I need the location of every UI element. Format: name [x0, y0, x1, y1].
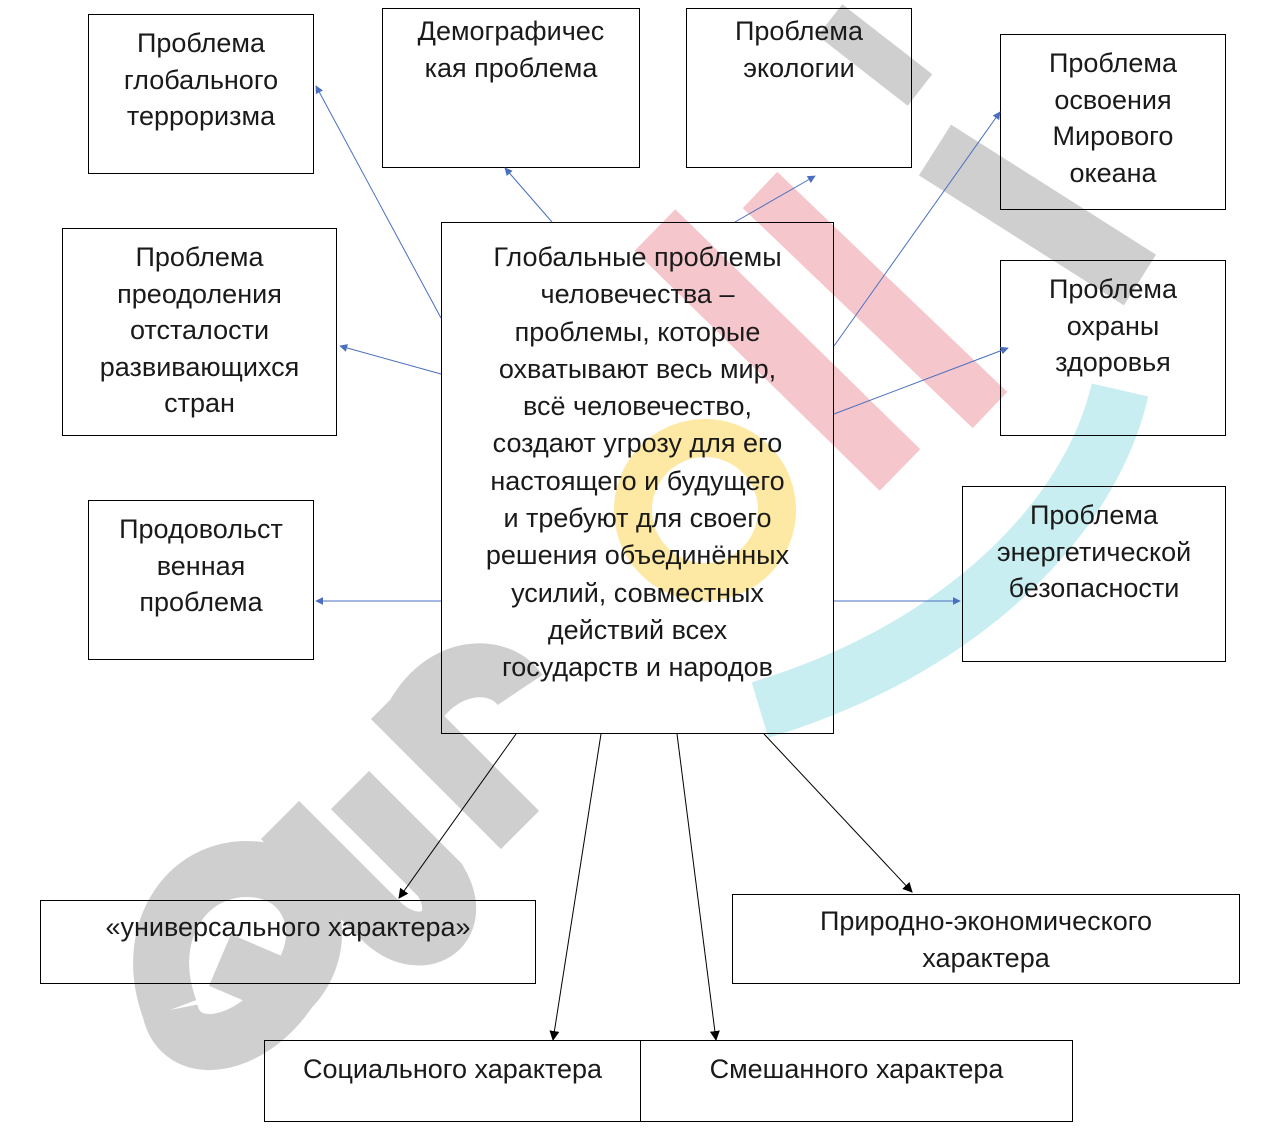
watermark-cyan-arc: [751, 382, 1149, 738]
watermark-gray-letter-e: [133, 841, 342, 1070]
category-label-mixed: Смешанного характера: [709, 1054, 1004, 1084]
category-label-natural-economic: Природно-экономического характера: [819, 906, 1153, 973]
problem-box-food: Продовольст венная проблема: [88, 500, 314, 660]
problem-label-terrorism: Проблема глобального терроризма: [123, 28, 279, 131]
category-box-mixed: Смешанного характера: [640, 1040, 1073, 1122]
problem-label-food: Продовольст венная проблема: [119, 514, 283, 617]
central-definition-text: Глобальные проблемы человечества – пробл…: [485, 242, 790, 683]
problem-box-ecology: Проблема экологии: [686, 8, 912, 168]
category-box-universal: «универсального характера»: [40, 900, 536, 984]
category-box-social: Социального характера: [264, 1040, 641, 1122]
problem-box-demographic: Демографичес кая проблема: [382, 8, 640, 168]
problem-label-underdevelopment: Проблема преодоления отсталости развиваю…: [99, 242, 300, 418]
problem-label-ocean: Проблема освоения Мирового океана: [1048, 48, 1178, 188]
problem-label-energy: Проблема энергетической безопасности: [996, 500, 1192, 603]
problem-box-underdevelopment: Проблема преодоления отсталости развиваю…: [62, 228, 337, 436]
category-label-universal: «универсального характера»: [105, 912, 471, 942]
watermark-red-stroke-1: [634, 209, 921, 491]
problem-label-ecology: Проблема экологии: [734, 16, 864, 83]
problem-label-health: Проблема охраны здоровья: [1048, 274, 1178, 377]
problem-label-demographic: Демографичес кая проблема: [417, 16, 605, 83]
problem-box-health: Проблема охраны здоровья: [1000, 260, 1226, 436]
watermark-gray-stroke-top: [817, 4, 933, 106]
problem-box-terrorism: Проблема глобального терроризма: [88, 14, 314, 174]
central-definition-box: Глобальные проблемы человечества – пробл…: [441, 222, 834, 734]
category-label-social: Социального характера: [302, 1054, 603, 1084]
watermark-yellow-ring: [614, 419, 796, 601]
problem-box-energy: Проблема энергетической безопасности: [962, 486, 1226, 662]
category-box-natural-economic: Природно-экономического характера: [732, 894, 1240, 984]
problem-box-ocean: Проблема освоения Мирового океана: [1000, 34, 1226, 210]
